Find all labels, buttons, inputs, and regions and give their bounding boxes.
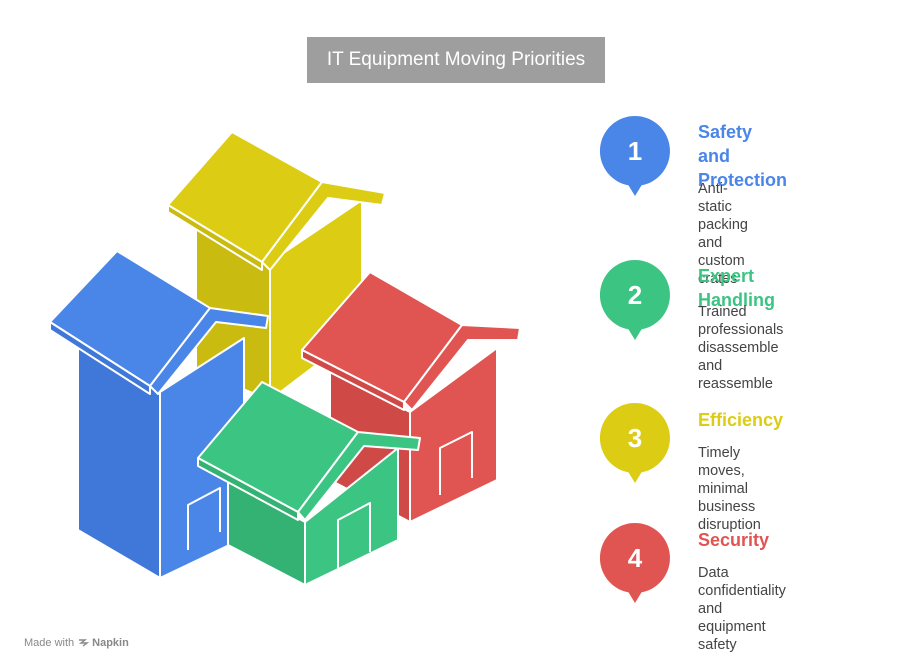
- napkin-logo-icon: [79, 639, 90, 647]
- yellow-house: [167, 131, 386, 401]
- pin-number: 3: [627, 422, 643, 453]
- item-title: Security: [698, 530, 770, 550]
- item-description: Timely moves, minimal business disruptio…: [698, 445, 761, 533]
- diagram-title: IT Equipment Moving Priorities: [307, 37, 605, 83]
- item-title: Expert Handling: [698, 266, 775, 310]
- item-description: Anti-static packing and custom crates: [698, 181, 748, 287]
- item-title: Efficiency: [698, 410, 784, 430]
- houses-illustration: [49, 131, 521, 586]
- pin-number: 1: [627, 135, 643, 166]
- number-pin-4: 4: [599, 523, 670, 605]
- blue-house: [49, 250, 269, 579]
- made-with-footer: Made with Napkin: [24, 637, 129, 649]
- napkin-brand: Napkin: [92, 637, 129, 649]
- number-pin-3: 3: [599, 403, 670, 485]
- item-description: Trained professionals disassemble and re…: [698, 304, 784, 392]
- pin-number: 4: [627, 542, 643, 573]
- green-house: [197, 381, 421, 586]
- item-title: Safety and Protection: [698, 122, 788, 190]
- item-description: Data confidentiality and equipment safet…: [698, 565, 786, 653]
- made-with-label: Made with: [24, 637, 75, 649]
- number-pin-2: 2: [599, 260, 670, 342]
- pin-number: 2: [627, 279, 643, 310]
- number-pin-1: 1: [599, 116, 670, 198]
